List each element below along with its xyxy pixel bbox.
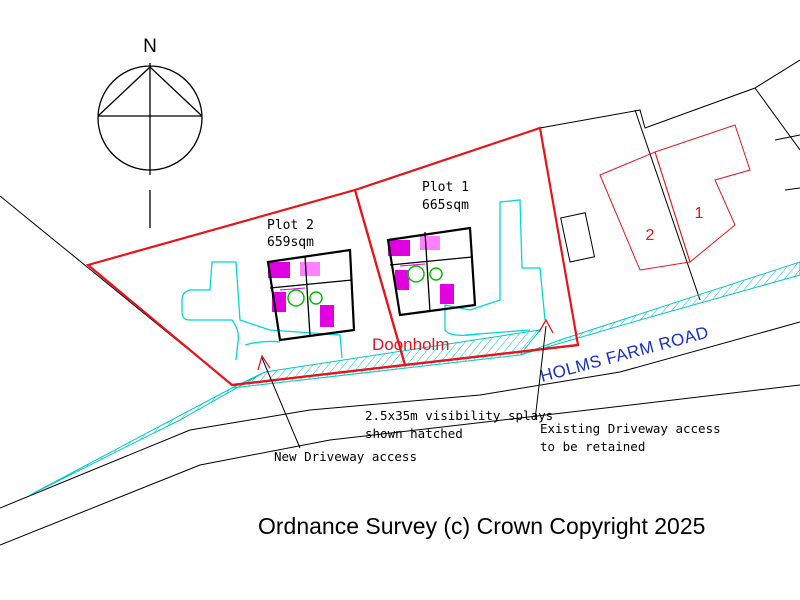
neighbouring-houses: 2 1 <box>599 124 751 271</box>
plot-2-name: Plot 2 <box>267 218 314 233</box>
visibility-splays <box>29 261 800 496</box>
plot-1-area: 665sqm <box>422 198 469 213</box>
visibility-note-line1: 2.5x35m visibility splays <box>365 408 553 423</box>
driveways <box>181 199 546 361</box>
new-access-arrow <box>257 354 301 449</box>
north-arrow: N <box>97 36 203 228</box>
plot-boundaries <box>85 126 580 387</box>
existing-access-note-line2: to be retained <box>540 439 645 454</box>
house-plot-2 <box>266 248 356 342</box>
site-name: Doonholm <box>372 335 450 354</box>
existing-access-note-line1: Existing Driveway access <box>540 421 721 436</box>
north-label: N <box>143 36 157 57</box>
plot-2-area: 659sqm <box>267 235 314 250</box>
existing-access-arrow <box>534 318 554 421</box>
copyright-notice: Ordnance Survey (c) Crown Copyright 2025 <box>258 513 705 539</box>
visibility-note-line2: shown hatched <box>365 426 463 441</box>
plot-1-name: Plot 1 <box>422 180 469 195</box>
house-plot-1 <box>386 226 477 317</box>
new-access-note: New Driveway access <box>274 449 417 464</box>
neighbour-number-1: 1 <box>695 205 704 222</box>
neighbour-number-2: 2 <box>646 227 655 244</box>
